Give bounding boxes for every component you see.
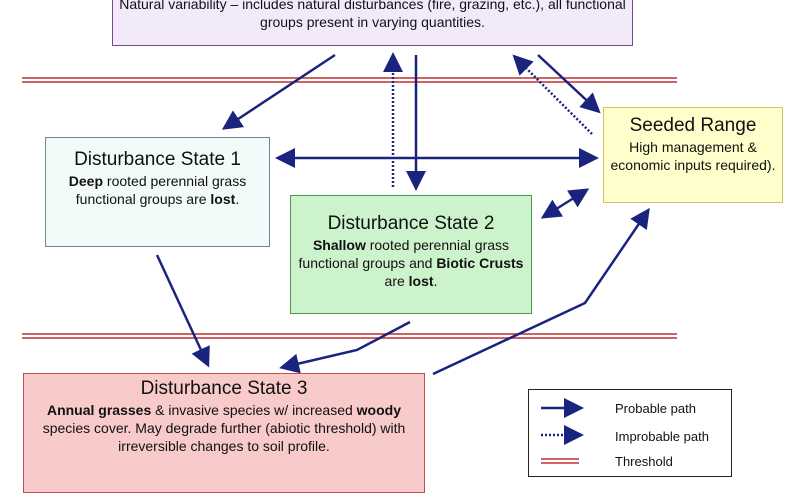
seeded-text: High management & economic inputs requir… (610, 139, 776, 173)
ds2-text: are (384, 273, 409, 289)
ds2-bold: lost (408, 273, 434, 289)
arrow-ds2-to-ds3 (279, 320, 411, 374)
ds3-text: species cover. May degrade further (abio… (42, 420, 406, 454)
arrow-ds2-seeded (540, 188, 590, 219)
ds3-text: & invasive species w/ increased (151, 402, 357, 418)
arrow-ref-to-ds1 (221, 53, 336, 130)
ds1-bold: lost (210, 191, 236, 207)
arrow-seeded-to-ref-improbable (512, 54, 593, 135)
ds3-bold: woody (356, 402, 402, 418)
legend-threshold: Threshold (615, 454, 673, 469)
threshold-line-top (22, 77, 677, 83)
reference-text: Natural variability – includes natural d… (119, 0, 626, 30)
ds3-title: Disturbance State 3 (140, 378, 308, 399)
legend-symbols (541, 398, 584, 464)
arrows-layer (22, 52, 677, 376)
reference-state-box: Natural variability – includes natural d… (112, 0, 633, 46)
legend: Probable path Improbable path Threshold (528, 389, 732, 477)
legend-improbable: Improbable path (615, 429, 709, 444)
ds2-text: rooted perennial grass functional groups… (298, 237, 510, 271)
ds1-bold: Deep (68, 173, 104, 189)
ds2-bold: Shallow (312, 237, 366, 253)
ds3-bold: Annual grasses (46, 402, 152, 418)
ds2-title: Disturbance State 2 (327, 213, 495, 234)
ds1-text: rooted perennial grass functional groups… (75, 173, 247, 207)
disturbance-state-2-box: Disturbance State 2 Shallow rooted peren… (290, 195, 532, 314)
ds2-text: . (433, 273, 438, 289)
arrow-ds1-to-ds3 (155, 254, 210, 368)
arrow-ref-to-seeded (537, 54, 601, 114)
seeded-title: Seeded Range (629, 115, 757, 136)
threshold-line-bottom (22, 333, 677, 339)
ds2-bold: Biotic Crusts (436, 255, 524, 271)
disturbance-state-3-box: Disturbance State 3 Annual grasses & inv… (23, 373, 425, 493)
ds1-text: . (235, 191, 240, 207)
disturbance-state-1-box: Disturbance State 1 Deep rooted perennia… (45, 137, 270, 247)
seeded-range-box: Seeded Range High management & economic … (603, 107, 783, 203)
legend-probable: Probable path (615, 401, 696, 416)
arrow-ds3-seeded (432, 207, 650, 376)
ds1-title: Disturbance State 1 (74, 149, 241, 170)
